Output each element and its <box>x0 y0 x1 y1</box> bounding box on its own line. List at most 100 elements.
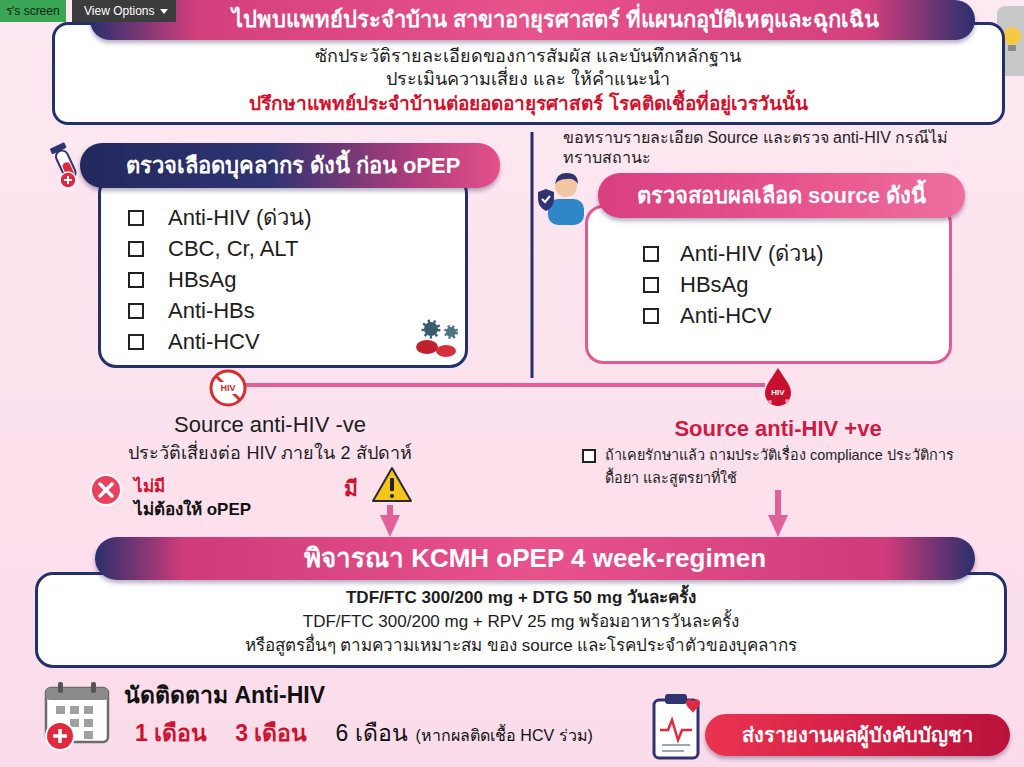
section-banner: ไปพบแพทย์ประจำบ้าน สาขาอายุรศาสตร์ ที่แผ… <box>90 0 975 40</box>
blood-drop-icon-part <box>785 399 789 403</box>
checklist-row: Anti-HCV <box>643 300 939 331</box>
label-text: 3 เดือน <box>235 719 307 747</box>
clipboard-icon-part <box>665 694 687 704</box>
text-line: หรือสูตรอื่นๆ ตามความเหมาะสม ของ source … <box>54 634 988 658</box>
negative-branch: Source anti-HIV -veประวัติเสี่ยงต่อ HIV … <box>120 410 420 505</box>
flow-arrow <box>387 505 393 523</box>
text-row: หรือสูตรอื่นๆ ตามความเหมาะสม ของ source … <box>54 634 988 658</box>
screen-share-tag: ร's screen <box>0 0 66 22</box>
label-text: View Options <box>84 3 154 19</box>
text-row: Source anti-HIV +ve <box>582 414 974 444</box>
label-text: นัดติดตาม Anti-HIV <box>124 681 325 709</box>
checklist-row: ถ้าเคยรักษาแล้ว ถามประวัติเรื่อง complia… <box>582 444 974 490</box>
branch-line <box>245 383 765 387</box>
branch-title: Source anti-HIV -ve <box>120 410 420 440</box>
test-tube-icon-part <box>64 176 72 184</box>
text-line: ซักประวัติรายละเอียดของการสัมผัส และบันท… <box>75 45 982 68</box>
blood-cell <box>416 340 438 354</box>
text-row: ประวัติเสี่ยงต่อ HIV ภายใน 2 สัปดาห์ <box>120 440 420 466</box>
warning-icon-part <box>390 494 394 498</box>
test-tube-icon-part <box>60 172 76 188</box>
blood-cell <box>436 345 456 357</box>
report-banner: ส่งรายงานผลผู้บังคับบัญชา <box>705 714 1010 756</box>
flow-arrow <box>775 490 781 523</box>
calendar-icon-part <box>91 682 96 693</box>
branch-answer: ไม่มี <box>134 476 165 498</box>
person-icon-part <box>555 173 578 184</box>
banner-title: ตรวจเลือดบุคลากร ดังนี้ ก่อน oPEP <box>100 145 486 186</box>
warning-icon-part <box>390 478 394 491</box>
text-line: TDF/FTC 300/200 mg + RPV 25 mg พร้อมอาหา… <box>54 610 988 634</box>
virus <box>446 327 456 337</box>
no-hiv-icon <box>211 371 245 405</box>
text-row: Source anti-HIV -ve <box>120 410 420 440</box>
text-row: ส่งรายงานผลผู้บังคับบัญชา <box>721 722 994 748</box>
banner-title: ตรวจสอบผลเลือด source ดังนี้ <box>612 175 951 216</box>
regimen-box: พิจารณา KCMH oPEP 4 week-regimenTDF/FTC … <box>35 537 1007 668</box>
checkbox-icon <box>128 272 144 288</box>
icon-text: HIV <box>217 382 239 394</box>
text-line: Anti-HIV (ด่วน) <box>168 202 455 233</box>
calendar-icon-part <box>58 682 63 693</box>
text-line: ถ้าเคยรักษาแล้ว ถามประวัติเรื่อง complia… <box>605 444 974 490</box>
calendar-icon-part <box>53 729 67 743</box>
checklist-row: Anti-HIV (ด่วน) <box>643 238 939 269</box>
warning-icon <box>373 468 411 501</box>
follow-up-note: (หากผลติดเชื้อ HCV ร่วม) <box>416 725 593 747</box>
text-row: ซักประวัติรายละเอียดของการสัมผัส และบันท… <box>75 45 982 68</box>
blood-drop-icon <box>765 368 791 406</box>
text-line: Anti-HCV <box>168 326 455 357</box>
calendar-icon-part <box>46 722 74 750</box>
checklist-row: Anti-HIV (ด่วน) <box>128 202 455 233</box>
label-text: 1 เดือน <box>135 719 207 747</box>
cross-icon-part <box>91 475 121 505</box>
checkbox-icon <box>643 246 659 262</box>
text-line: HBsAg <box>680 269 939 300</box>
text-line: ปรึกษาแพทย์ประจำบ้านต่อยอดอายุรศาสตร์ โร… <box>75 91 982 117</box>
column-divider <box>531 132 534 378</box>
hint-tab-part <box>1003 27 1021 45</box>
report-title: ส่งรายงานผลผู้บังคับบัญชา <box>721 722 994 748</box>
text-line: ประเมินความเสี่ยง และ ให้คำแนะนำ <box>75 68 982 91</box>
intro-box: ไปพบแพทย์ประจำบ้าน สาขาอายุรศาสตร์ ที่แผ… <box>52 0 1005 125</box>
person-icon <box>538 173 584 225</box>
branch-note: ไม่ต้องให้ oPEP <box>134 499 251 521</box>
text-line: TDF/FTC 300/200 mg + DTG 50 mg วันละครั้… <box>54 586 988 610</box>
section-banner: ตรวจสอบผลเลือด source ดังนี้ <box>598 173 965 218</box>
checkbox-icon <box>643 308 659 324</box>
virus <box>424 322 438 336</box>
banner-title: ไปพบแพทย์ประจำบ้าน สาขาอายุรศาสตร์ ที่แผ… <box>150 2 961 38</box>
text-line: CBC, Cr, ALT <box>168 233 455 264</box>
label-text: HIV <box>771 388 784 398</box>
staff-test-box: ตรวจเลือดบุคลากร ดังนี้ ก่อน oPEP Anti-HI… <box>80 143 500 368</box>
checkbox-icon <box>128 210 144 226</box>
label-text: มี <box>344 476 358 502</box>
text-line: Anti-HCV <box>680 300 939 331</box>
blood-drop-icon-part <box>765 368 791 406</box>
clipboard-icon-part <box>660 720 692 740</box>
calendar-icon <box>46 682 108 750</box>
person-icon-part <box>538 189 554 211</box>
label-text: ขอทราบรายละเอียด Source และตรวจ anti-HIV… <box>563 128 963 168</box>
section-banner: ตรวจเลือดบุคลากร ดังนี้ ก่อน oPEP <box>80 143 500 188</box>
warning-icon-part <box>373 468 411 501</box>
no-hiv-icon-part <box>211 371 245 405</box>
label-text: ไม่ต้องให้ oPEP <box>134 499 251 521</box>
checkbox-icon <box>643 277 659 293</box>
follow-up-time: 6 เดือน <box>335 719 407 747</box>
clipboard-icon-part <box>662 745 690 751</box>
no-hiv-icon-part <box>216 376 240 400</box>
view-options-button: View Options <box>72 0 176 22</box>
blood-drop-icon-part <box>768 400 772 404</box>
follow-up-time: 1 เดือน <box>135 719 207 747</box>
label-text: ไม่มี <box>134 476 165 498</box>
checklist-row: HBsAg <box>643 269 939 300</box>
positive-branch: Source anti-HIV +veถ้าเคยรักษาแล้ว ถามปร… <box>582 414 974 490</box>
text-line: ประวัติเสี่ยงต่อ HIV ภายใน 2 สัปดาห์ <box>120 440 420 466</box>
node-frame: TDF/FTC 300/200 mg + DTG 50 mg วันละครั้… <box>35 572 1007 668</box>
text-row: ปรึกษาแพทย์ประจำบ้านต่อยอดอายุรศาสตร์ โร… <box>75 91 982 117</box>
label-text: (หากผลติดเชื้อ HCV ร่วม) <box>416 725 593 747</box>
calendar-icon-part <box>70 719 79 727</box>
hint-tab-part <box>1008 45 1016 51</box>
